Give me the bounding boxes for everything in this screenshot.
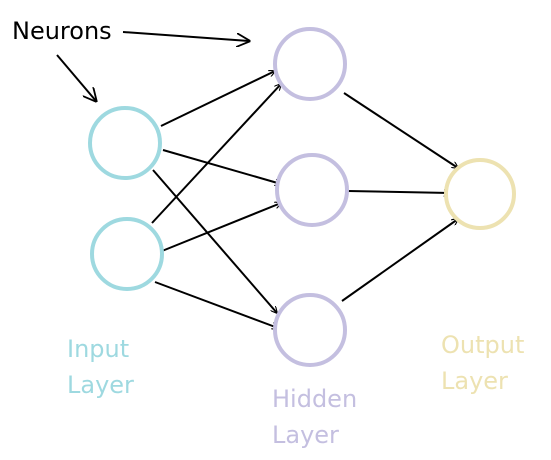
hidden-neuron-2	[275, 153, 349, 227]
output-neuron	[444, 158, 516, 230]
edge-input2-hidden1	[151, 84, 281, 224]
hidden-neuron-1	[273, 27, 347, 101]
annotation-arrows	[56, 31, 249, 101]
edge-hidden3-output	[341, 219, 458, 302]
annotation-arrow-to-input	[56, 54, 96, 101]
output-layer-label: Output Layer	[441, 331, 524, 395]
hidden-layer-label-line2: Layer	[272, 421, 339, 449]
edge-input2-hidden3	[154, 281, 278, 328]
output-layer-label-line2: Layer	[441, 367, 508, 395]
hidden-neuron-3	[273, 293, 347, 367]
input-layer	[88, 106, 164, 291]
edge-input2-hidden2	[161, 203, 281, 252]
input-neuron-2	[90, 217, 164, 291]
hidden-layer	[273, 27, 349, 367]
neurons-annotation: Neurons	[12, 17, 112, 45]
connections	[151, 71, 458, 328]
hidden-layer-label-line1: Hidden	[272, 385, 357, 413]
input-layer-label: Input Layer	[67, 335, 134, 399]
edge-input1-hidden2	[162, 149, 281, 184]
input-layer-label-line1: Input	[67, 335, 129, 363]
output-layer-label-line1: Output	[441, 331, 524, 359]
edge-input1-hidden1	[160, 71, 275, 127]
input-neuron-1	[88, 106, 162, 180]
edge-input1-hidden3	[152, 169, 277, 313]
output-layer	[444, 158, 516, 230]
hidden-layer-label: Hidden Layer	[272, 385, 357, 449]
input-layer-label-line2: Layer	[67, 371, 134, 399]
annotation-arrow-to-hidden	[122, 31, 249, 41]
edge-hidden2-output	[347, 191, 450, 193]
edge-hidden1-output	[343, 92, 458, 168]
